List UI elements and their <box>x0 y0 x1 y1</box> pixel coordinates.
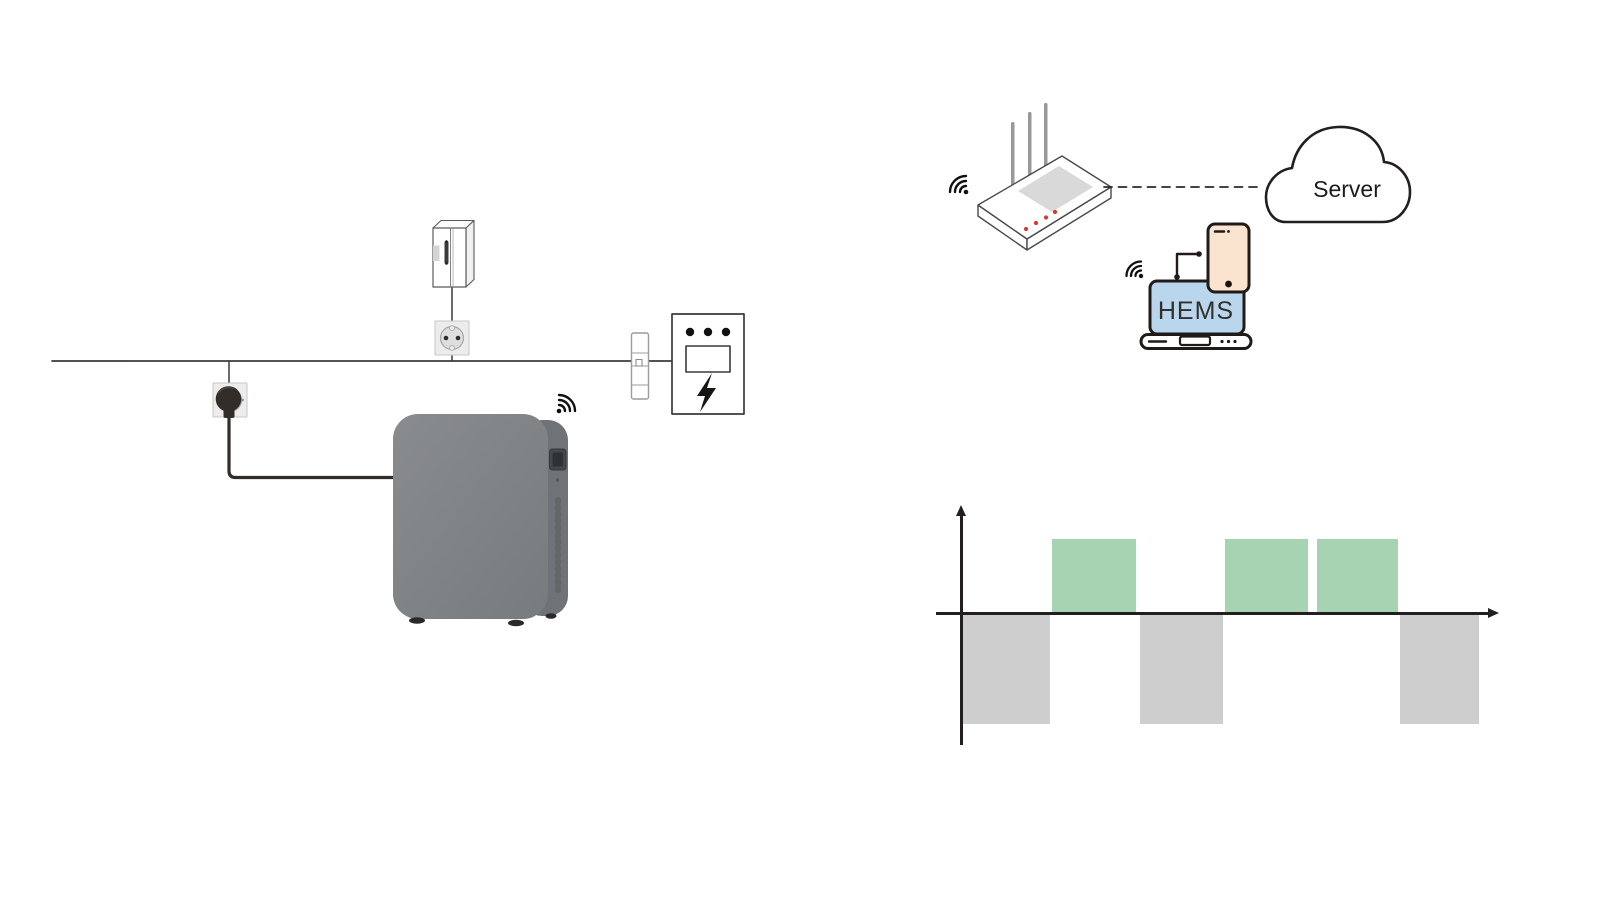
router-led-4 <box>1052 209 1058 215</box>
wifi-dot <box>1138 273 1144 279</box>
handle-pin-bottom <box>445 262 448 265</box>
circuit-breaker-icon <box>630 332 650 400</box>
battery-foot-left <box>409 617 425 624</box>
laptop-base <box>1139 333 1253 350</box>
wifi-arc <box>1129 264 1143 278</box>
server-cloud-icon: Server <box>1264 125 1412 224</box>
wifi-dot <box>556 408 562 414</box>
laptop-dot-2 <box>1226 339 1231 344</box>
battery-foot-back <box>545 613 557 619</box>
wifi-router-icon <box>977 103 1112 251</box>
laptop-trackpad <box>1178 335 1212 347</box>
smartphone-icon <box>1206 222 1251 294</box>
router-led-1 <box>1023 226 1029 232</box>
electric-meter-icon <box>671 313 745 415</box>
router-led-3 <box>1043 215 1049 220</box>
breaker-toggle <box>635 358 643 367</box>
socket-pin-right <box>455 335 461 341</box>
meter-dot-2 <box>703 327 713 337</box>
laptop-dot-1 <box>1220 339 1224 344</box>
wifi-arc <box>953 179 968 194</box>
wifi-dot <box>963 189 969 195</box>
plug-body <box>215 386 242 412</box>
wifi-arc <box>557 403 567 413</box>
battery-front-face <box>393 414 548 619</box>
wifi-icon-router <box>948 174 969 195</box>
plug-highlight <box>217 386 234 394</box>
wifi-arc <box>958 184 968 194</box>
socket-notch-top <box>449 325 455 331</box>
wifi-icon-laptop <box>1125 260 1144 279</box>
router-led-2 <box>1033 220 1039 226</box>
home-circuit-diagram <box>51 219 745 627</box>
phone-camera <box>1227 230 1230 233</box>
sync-arrow-icon <box>1174 251 1202 280</box>
battery-power-cord <box>227 414 400 480</box>
meter-dot-3 <box>721 327 731 337</box>
sync-arrow-dot-2 <box>1196 251 1202 257</box>
handle-pin-top <box>445 240 448 243</box>
socket-pin-left <box>443 335 449 341</box>
battery-port-inner <box>552 452 563 467</box>
laptop-dot-3 <box>1233 339 1237 344</box>
wall-socket-icon <box>434 320 470 356</box>
battery-foot-right <box>508 619 524 627</box>
router-antenna-2 <box>1028 112 1032 180</box>
wall-appliance-icon <box>432 219 475 288</box>
phone-home-button <box>1225 280 1232 288</box>
battery-led <box>555 478 560 482</box>
socket-notch-bottom <box>449 345 455 351</box>
power-plug-icon <box>215 386 242 418</box>
server-label: Server <box>1313 176 1381 202</box>
home-battery-icon <box>393 414 568 627</box>
meter-display <box>685 345 731 373</box>
sync-arrow-line <box>1175 252 1200 279</box>
router-antenna-1 <box>1011 122 1015 192</box>
router-grille <box>1018 166 1093 212</box>
wifi-arc <box>1125 260 1143 278</box>
wifi-arc <box>557 393 577 413</box>
router-antenna-3 <box>1044 103 1048 172</box>
sync-arrow-dot-1 <box>1174 274 1180 280</box>
appliance-handle <box>444 241 449 264</box>
wifi-arc <box>948 174 968 194</box>
appliance-left-panel <box>433 245 440 261</box>
appliance-side-face <box>465 219 475 288</box>
hems-laptop-icon: HEMS <box>1139 279 1253 350</box>
wifi-arc <box>557 398 572 413</box>
meter-dot-1 <box>685 327 695 337</box>
network-diagram: Server HEMS <box>948 103 1412 350</box>
hems-label: HEMS <box>1158 297 1234 325</box>
cloud-outline <box>1264 125 1412 224</box>
lightning-bolt-icon <box>697 373 716 412</box>
wifi-arc <box>1134 269 1143 278</box>
wifi-icon-battery <box>556 393 577 414</box>
socket-screw <box>241 398 244 402</box>
phone-body <box>1206 222 1251 294</box>
